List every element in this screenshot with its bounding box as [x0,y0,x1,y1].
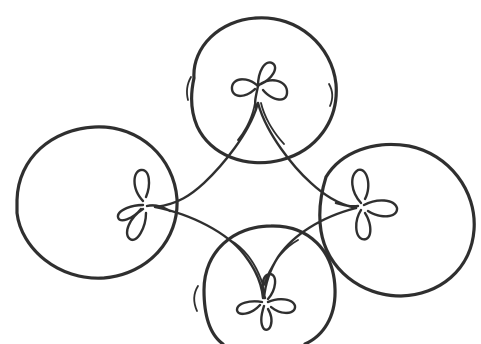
left-knot-loop-bottom [127,209,146,240]
right-knot-loop-top [352,170,368,203]
right-bottom-connector [264,208,356,298]
top-right-connector [258,103,356,208]
bottom-circle-left-accent [194,286,198,311]
right-knot-loop-right [364,200,397,216]
right-knot-loop-left [336,203,358,206]
left-circle [17,127,177,278]
right-knot-loop-bottom [356,210,370,239]
top-knot [232,63,287,108]
left-knot-loop-top [135,170,149,201]
circle-group [17,18,474,344]
bottom-knot-loop-bottom [261,306,271,330]
bottom-knot-loop-left [237,301,262,313]
right-circle [320,144,474,296]
right-knot [336,170,397,240]
left-bottom-connector [155,207,263,298]
top-knot-loop-left [232,79,258,96]
bottom-knot-loop-right [268,299,295,313]
top-inner-left-strand [238,103,255,140]
top-left-connector [156,103,258,207]
connector-lines [155,103,356,298]
top-circle-right-accent [329,84,332,106]
top-knot-loop-top [258,63,275,86]
